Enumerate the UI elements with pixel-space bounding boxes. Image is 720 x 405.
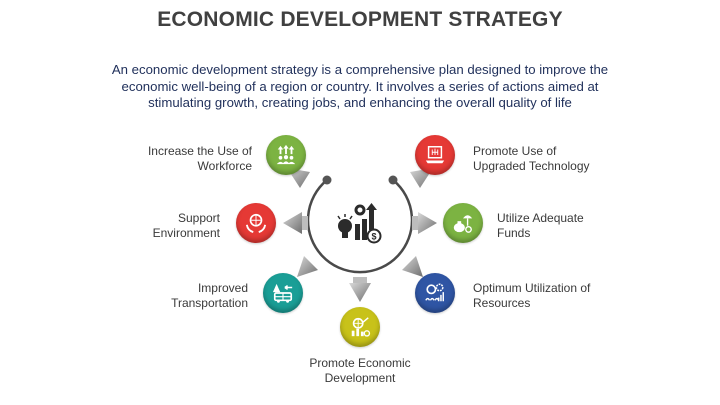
node-workforce: [266, 135, 306, 175]
label-resources: Optimum Utilization of Resources: [473, 281, 591, 310]
label-economic-development: Promote Economic Development: [309, 356, 411, 385]
node-funds: [443, 203, 483, 243]
node-resources: [415, 273, 455, 313]
money-bag-umbrella-icon: [453, 215, 473, 233]
label-technology: Promote Use of Upgraded Technology: [473, 144, 590, 173]
resources-gear-icon: [425, 283, 444, 302]
node-economic-development: [340, 307, 380, 347]
arrow-to-economic: [349, 277, 371, 302]
page-title: ECONOMIC DEVELOPMENT STRATEGY: [157, 8, 563, 31]
label-environment: Support Environment: [152, 211, 220, 240]
bus-transport-icon: [272, 283, 293, 303]
technology-laptop-icon: [425, 146, 445, 164]
label-transportation: Improved Transportation: [171, 281, 248, 310]
node-environment: [236, 203, 276, 243]
hands-globe-icon: [245, 213, 267, 234]
arrow-to-environment: [283, 212, 308, 234]
label-workforce: Increase the Use of Workforce: [147, 144, 252, 173]
globe-growth-icon: [351, 317, 371, 337]
idea-growth-chart-icon: $: [337, 203, 382, 244]
description-text: An economic development strategy is a co…: [111, 62, 609, 110]
node-technology: [415, 135, 455, 175]
arrow-to-transportation: [297, 256, 318, 277]
label-funds: Utilize Adequate Funds: [497, 211, 584, 240]
workforce-growth-icon: [276, 144, 296, 165]
node-transportation: [263, 273, 303, 313]
arrow-to-resources: [402, 256, 423, 277]
arrow-to-funds: [412, 212, 437, 234]
svg-text:$: $: [371, 232, 376, 242]
